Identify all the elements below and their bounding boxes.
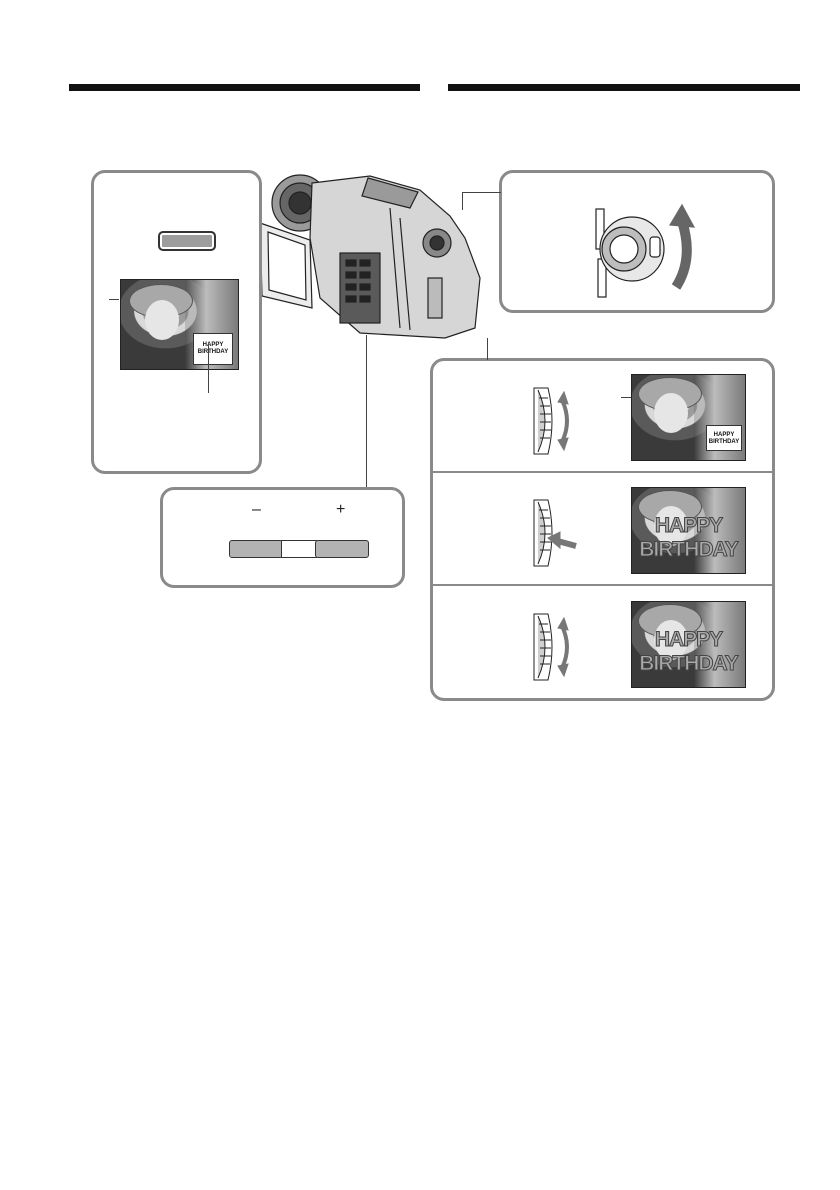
plus-button[interactable] [315, 540, 369, 558]
photo-step1-title: HAPPY BIRTHDAY [706, 425, 742, 451]
callout-line-top [462, 192, 501, 193]
photo-small: HAPPY BIRTHDAY [120, 279, 239, 370]
callout-line-top-down [462, 192, 463, 210]
photo-step2-line2: BIRTHDAY [639, 538, 740, 562]
callout-line-step1 [621, 397, 631, 398]
photo-step2: HAPPY BIRTHDAY [631, 487, 746, 574]
photo-step3: HAPPY BIRTHDAY [631, 601, 746, 688]
dial-turn-icon-1 [533, 387, 569, 455]
camcorder-illustration [259, 174, 481, 339]
callout-line-small-down [208, 345, 209, 393]
dial-turn-icon-2 [533, 613, 569, 681]
minus-sign: – [252, 501, 261, 518]
plus-sign: + [336, 501, 346, 518]
header-rule-right [448, 84, 800, 91]
photo-step1: HAPPY BIRTHDAY [631, 374, 746, 461]
photo-small-title: HAPPY BIRTHDAY [193, 333, 233, 365]
center-button-gap [281, 540, 317, 558]
dial-press-icon [533, 499, 577, 567]
step-divider-1 [433, 471, 772, 473]
header-rule-left [69, 84, 420, 91]
power-switch-illustration [595, 203, 696, 298]
callout-line-small-left [109, 299, 119, 300]
photo-step2-line1: HAPPY [654, 514, 723, 538]
callout-line-big [487, 338, 488, 360]
minus-button[interactable] [229, 540, 283, 558]
callout-line-center [366, 335, 367, 487]
photo-step3-line1: HAPPY [654, 628, 723, 652]
photo-step3-line2: BIRTHDAY [639, 652, 740, 676]
minus-plus-panel: – + [160, 487, 405, 588]
title-button[interactable] [159, 232, 215, 250]
top-right-panel [499, 170, 775, 313]
left-panel: HAPPY BIRTHDAY [91, 170, 262, 474]
step-divider-2 [433, 584, 772, 586]
